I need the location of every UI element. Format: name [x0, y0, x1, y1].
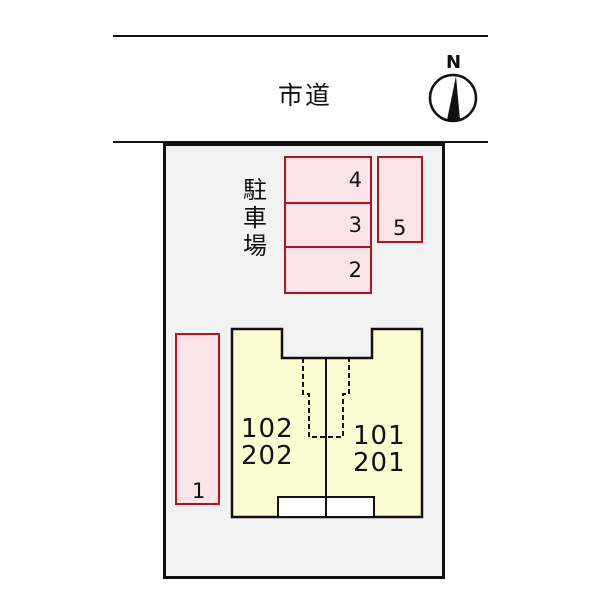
parking-space-number: 1 [192, 479, 206, 503]
unit-label-left: 102 202 [241, 416, 294, 470]
parking-space-number: 2 [348, 258, 362, 282]
road-edge-bottom [113, 141, 488, 143]
parking-space-number: 4 [348, 168, 362, 192]
parking-space-4[interactable]: 4 [284, 156, 372, 204]
parking-space-number: 3 [348, 213, 362, 237]
parking-space-3[interactable]: 3 [284, 202, 372, 248]
parking-label-char: 駐 [243, 176, 267, 204]
unit-label-right: 101 201 [353, 423, 406, 477]
north-label: N [446, 52, 462, 73]
road-edge-top [113, 35, 488, 37]
parking-label: 駐 車 場 [240, 176, 270, 260]
unit-202: 202 [241, 441, 294, 471]
unit-101: 101 [353, 421, 406, 451]
unit-201: 201 [353, 448, 406, 478]
parking-space-2[interactable]: 2 [284, 246, 372, 294]
parking-space-number: 5 [393, 216, 407, 240]
unit-102: 102 [241, 414, 294, 444]
parking-space-1[interactable]: 1 [175, 333, 220, 505]
building-footprint [230, 327, 424, 519]
parking-space-5[interactable]: 5 [377, 156, 423, 243]
parking-label-char: 場 [243, 232, 267, 260]
parking-label-char: 車 [243, 204, 267, 232]
road-label: 市道 [278, 81, 333, 110]
north-arrow-icon [428, 73, 478, 123]
